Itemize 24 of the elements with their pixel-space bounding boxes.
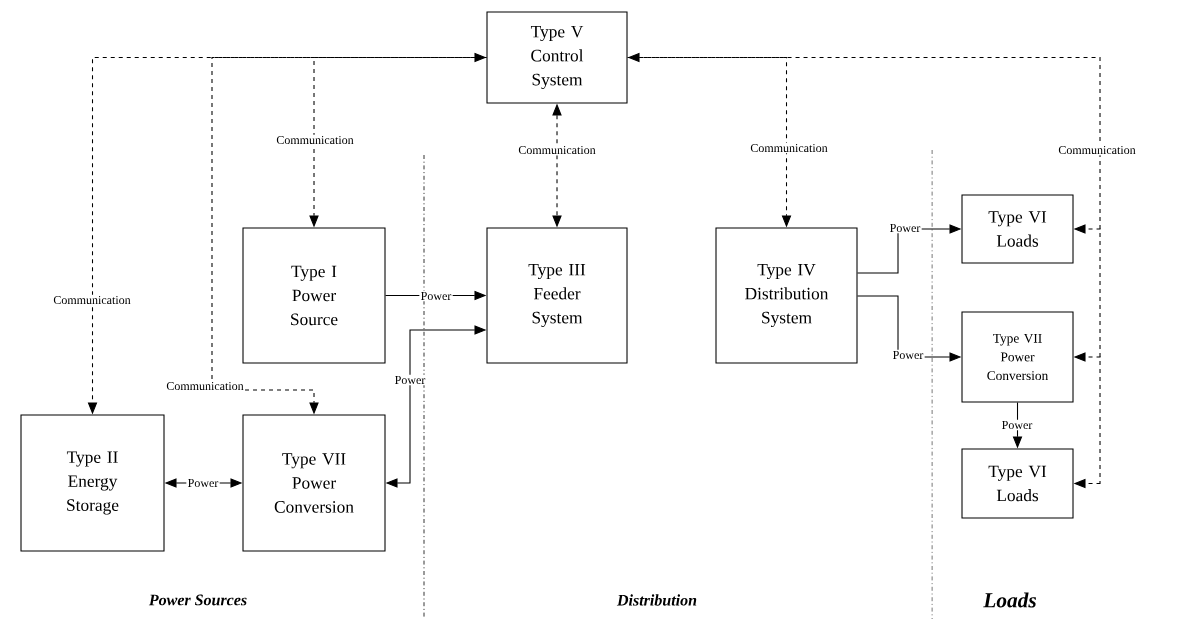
edge-label: Communication — [517, 144, 597, 156]
block-box: Type VII Power Conversion — [242, 414, 386, 552]
edge-label: Communication — [1057, 144, 1137, 156]
block-box: Type IV Distribution System — [715, 227, 858, 364]
block-box: Type II Energy Storage — [20, 414, 165, 552]
region-title: Distribution — [616, 594, 697, 606]
edge-label: Power — [888, 222, 922, 234]
edge-label: Communication — [749, 142, 829, 154]
edge-label: Communication — [275, 134, 355, 146]
edge-label: Power — [1000, 419, 1034, 431]
edge-label: Power — [419, 290, 453, 302]
block-box: Type V Control System — [486, 11, 628, 104]
edge-label: Power — [891, 349, 925, 361]
block-box: Type III Feeder System — [486, 227, 628, 364]
block-box: Type VI Loads — [961, 448, 1074, 519]
edge-label: Communication — [52, 294, 132, 306]
edge-label: Communication — [165, 380, 245, 392]
block-box: Type I Power Source — [242, 227, 386, 364]
edge-label: Power — [393, 374, 427, 386]
region-title: Loads — [983, 592, 1037, 608]
block-box: Type VII Power Conversion — [961, 311, 1074, 403]
region-title: Power Sources — [148, 594, 247, 606]
block-box: Type VI Loads — [961, 194, 1074, 264]
edge-label: Power — [186, 477, 220, 489]
